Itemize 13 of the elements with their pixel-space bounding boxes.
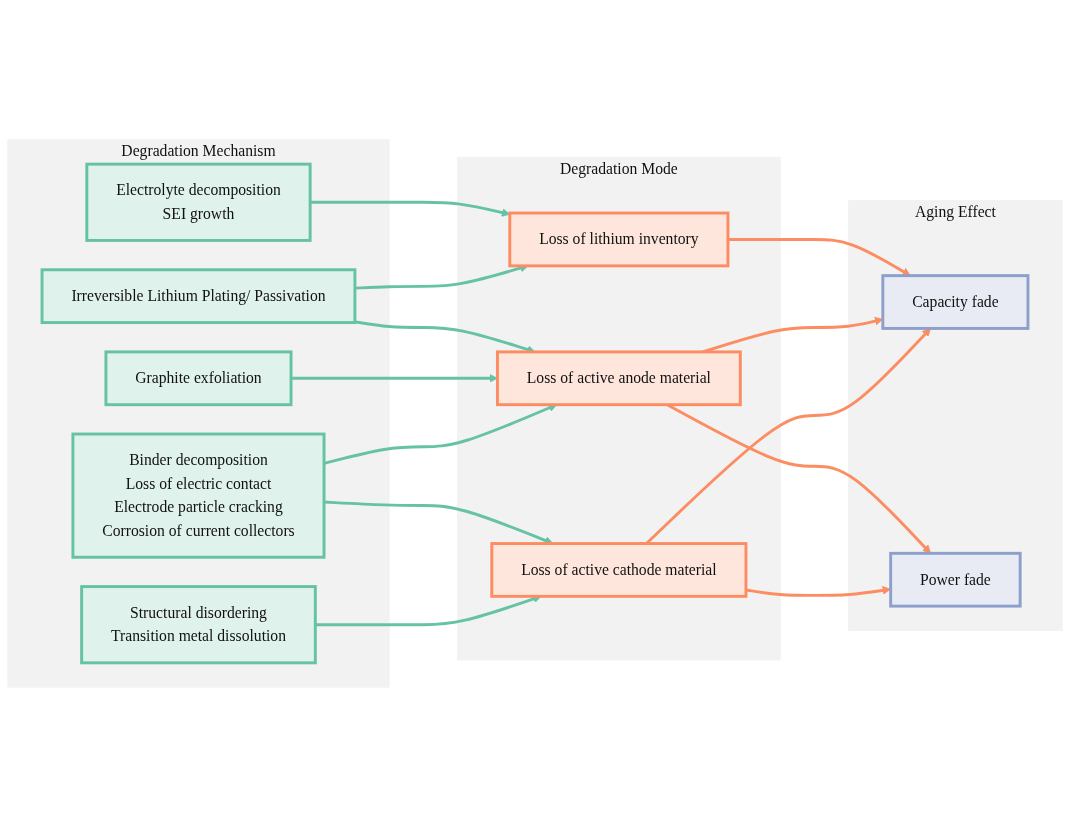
node-box: Structural disordering Transition metal dissolution (80, 585, 317, 665)
node-box: Capacity fade (881, 274, 1030, 330)
node-box: Loss of active cathode material (490, 542, 748, 598)
arrow (310, 200, 511, 217)
node-box: Loss of active anode material (496, 350, 742, 407)
node-box: Electrolyte decomposition SEI growth (85, 162, 312, 242)
arrow (727, 238, 911, 276)
node-box: Power fade (889, 551, 1022, 608)
node-box: Loss of lithium inventory (508, 211, 730, 268)
arrow (291, 374, 498, 383)
node-box: Irreversible Lithium Plating/ Passivation (40, 268, 357, 325)
node-box: Graphite exfoliation (104, 350, 293, 407)
node-box: Binder decomposition Loss of electric contact Electrode particle cracking Corrosion of current collectors (71, 432, 326, 559)
